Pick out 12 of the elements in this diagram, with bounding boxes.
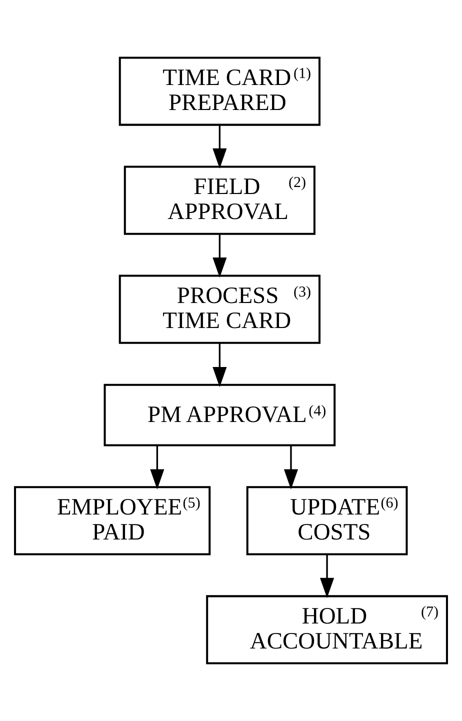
arrow xyxy=(212,343,227,388)
node-box: EMPLOYEE PAID (5) xyxy=(14,486,211,556)
node-box: TIME CARD PREPARED (1) xyxy=(118,56,320,126)
node-box: HOLD ACCOUNTABLE (7) xyxy=(206,595,448,664)
arrow xyxy=(212,234,227,278)
arrow xyxy=(320,554,334,598)
arrow xyxy=(284,446,298,490)
node-box: UPDATE COSTS (6) xyxy=(246,486,408,556)
arrow xyxy=(212,125,227,169)
node-box: PROCESS TIME CARD (3) xyxy=(118,274,320,344)
arrow xyxy=(150,446,164,490)
node-box: FIELD APPROVAL (2) xyxy=(124,166,316,235)
